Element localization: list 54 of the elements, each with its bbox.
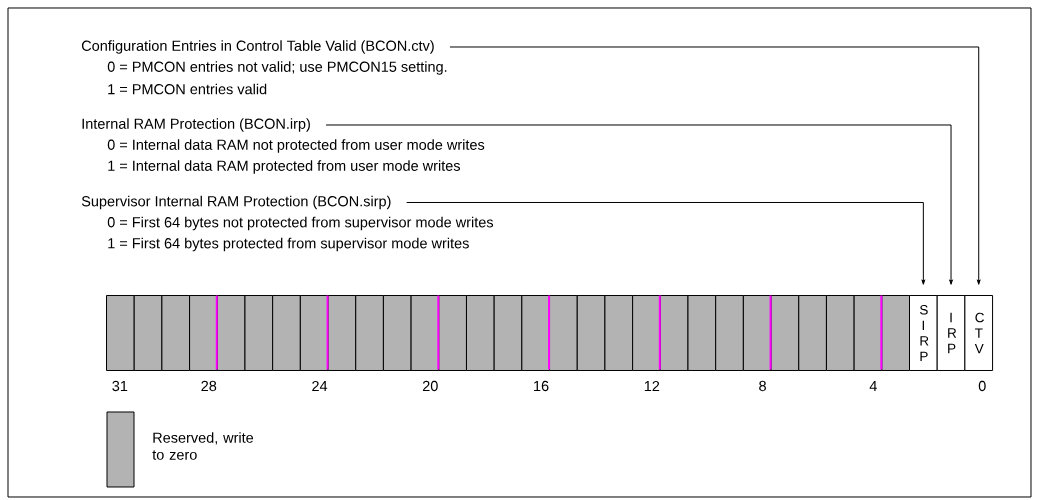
field-description: 1 = First 64 bytes protected from supervisor mode writes [108, 237, 469, 252]
reserved-bit-cell [438, 295, 467, 371]
field-description: 1 = PMCON entries valid [108, 83, 267, 95]
reserved-bit-cell [189, 295, 218, 371]
reserved-bit-cell [576, 295, 606, 371]
field-heading: Supervisor Internal RAM Protection (BCON.sirp) [81, 195, 391, 210]
reserved-bit-cell [632, 295, 661, 371]
reserved-bit-cell [161, 295, 191, 371]
field-description: 1 = Internal data RAM protected from user mode writes [108, 160, 461, 174]
bit-number: 8 [759, 380, 766, 392]
field-description: 0 = Internal data RAM not protected from user mode writes [107, 139, 485, 153]
bit-number: 16 [534, 380, 549, 392]
field-heading: Internal RAM Protection (BCON.irp) [82, 118, 310, 132]
reserved-bit-cell [825, 295, 855, 371]
reserved-bit-cell [881, 295, 910, 371]
legend-text: Reserved, write to zero [152, 432, 254, 460]
reserved-bit-cell [687, 295, 717, 371]
reserved-bit-cell [327, 295, 357, 371]
arrow [406, 202, 926, 285]
reserved-bit-cell [659, 295, 689, 371]
bit-number: 4 [869, 381, 877, 391]
reserved-bit-cell [715, 295, 744, 371]
reserved-bit-cell [106, 295, 135, 371]
reserved-bit-cell [521, 295, 551, 371]
bit-number: 20 [422, 380, 438, 392]
bit-number: 31 [112, 380, 128, 392]
arrow [449, 46, 981, 285]
bit-field-cell: C T V [964, 295, 994, 371]
reserved-bit-cell [742, 295, 772, 371]
reserved-bit-cell [798, 295, 827, 371]
bit-field-cell: I R P [936, 295, 966, 371]
reserved-bit-cell [133, 295, 163, 371]
bit-number: 0 [978, 380, 986, 392]
bit-number: 28 [201, 380, 217, 392]
reserved-bit-cell [604, 295, 634, 371]
field-description: 0 = First 64 bytes not protected from supervisor mode writes [107, 216, 494, 231]
reserved-bit-cell [549, 295, 578, 371]
reserved-bit-cell [355, 295, 384, 371]
reserved-bit-cell [216, 295, 246, 371]
reserved-bit-cell [853, 295, 883, 371]
bit-field-cell: S I R P [909, 295, 938, 371]
arrow [325, 124, 953, 285]
field-heading: Configuration Entries in Control Table Valid (BCON.ctv) [81, 40, 434, 54]
field-description: 0 = PMCON entries not valid; use PMCON15 setting. [107, 61, 447, 75]
reserved-bit-cell [410, 295, 440, 371]
reserved-bit-cell [272, 295, 301, 371]
bit-number: 24 [312, 380, 328, 392]
reserved-bit-cell [466, 295, 495, 371]
bit-number: 12 [644, 380, 660, 392]
reserved-bit-cell [770, 295, 800, 371]
reserved-bit-cell [493, 295, 523, 371]
reserved-bit-cell [244, 295, 274, 371]
reserved-bit-cell [382, 295, 412, 371]
reserved-bit-cell [299, 295, 329, 371]
